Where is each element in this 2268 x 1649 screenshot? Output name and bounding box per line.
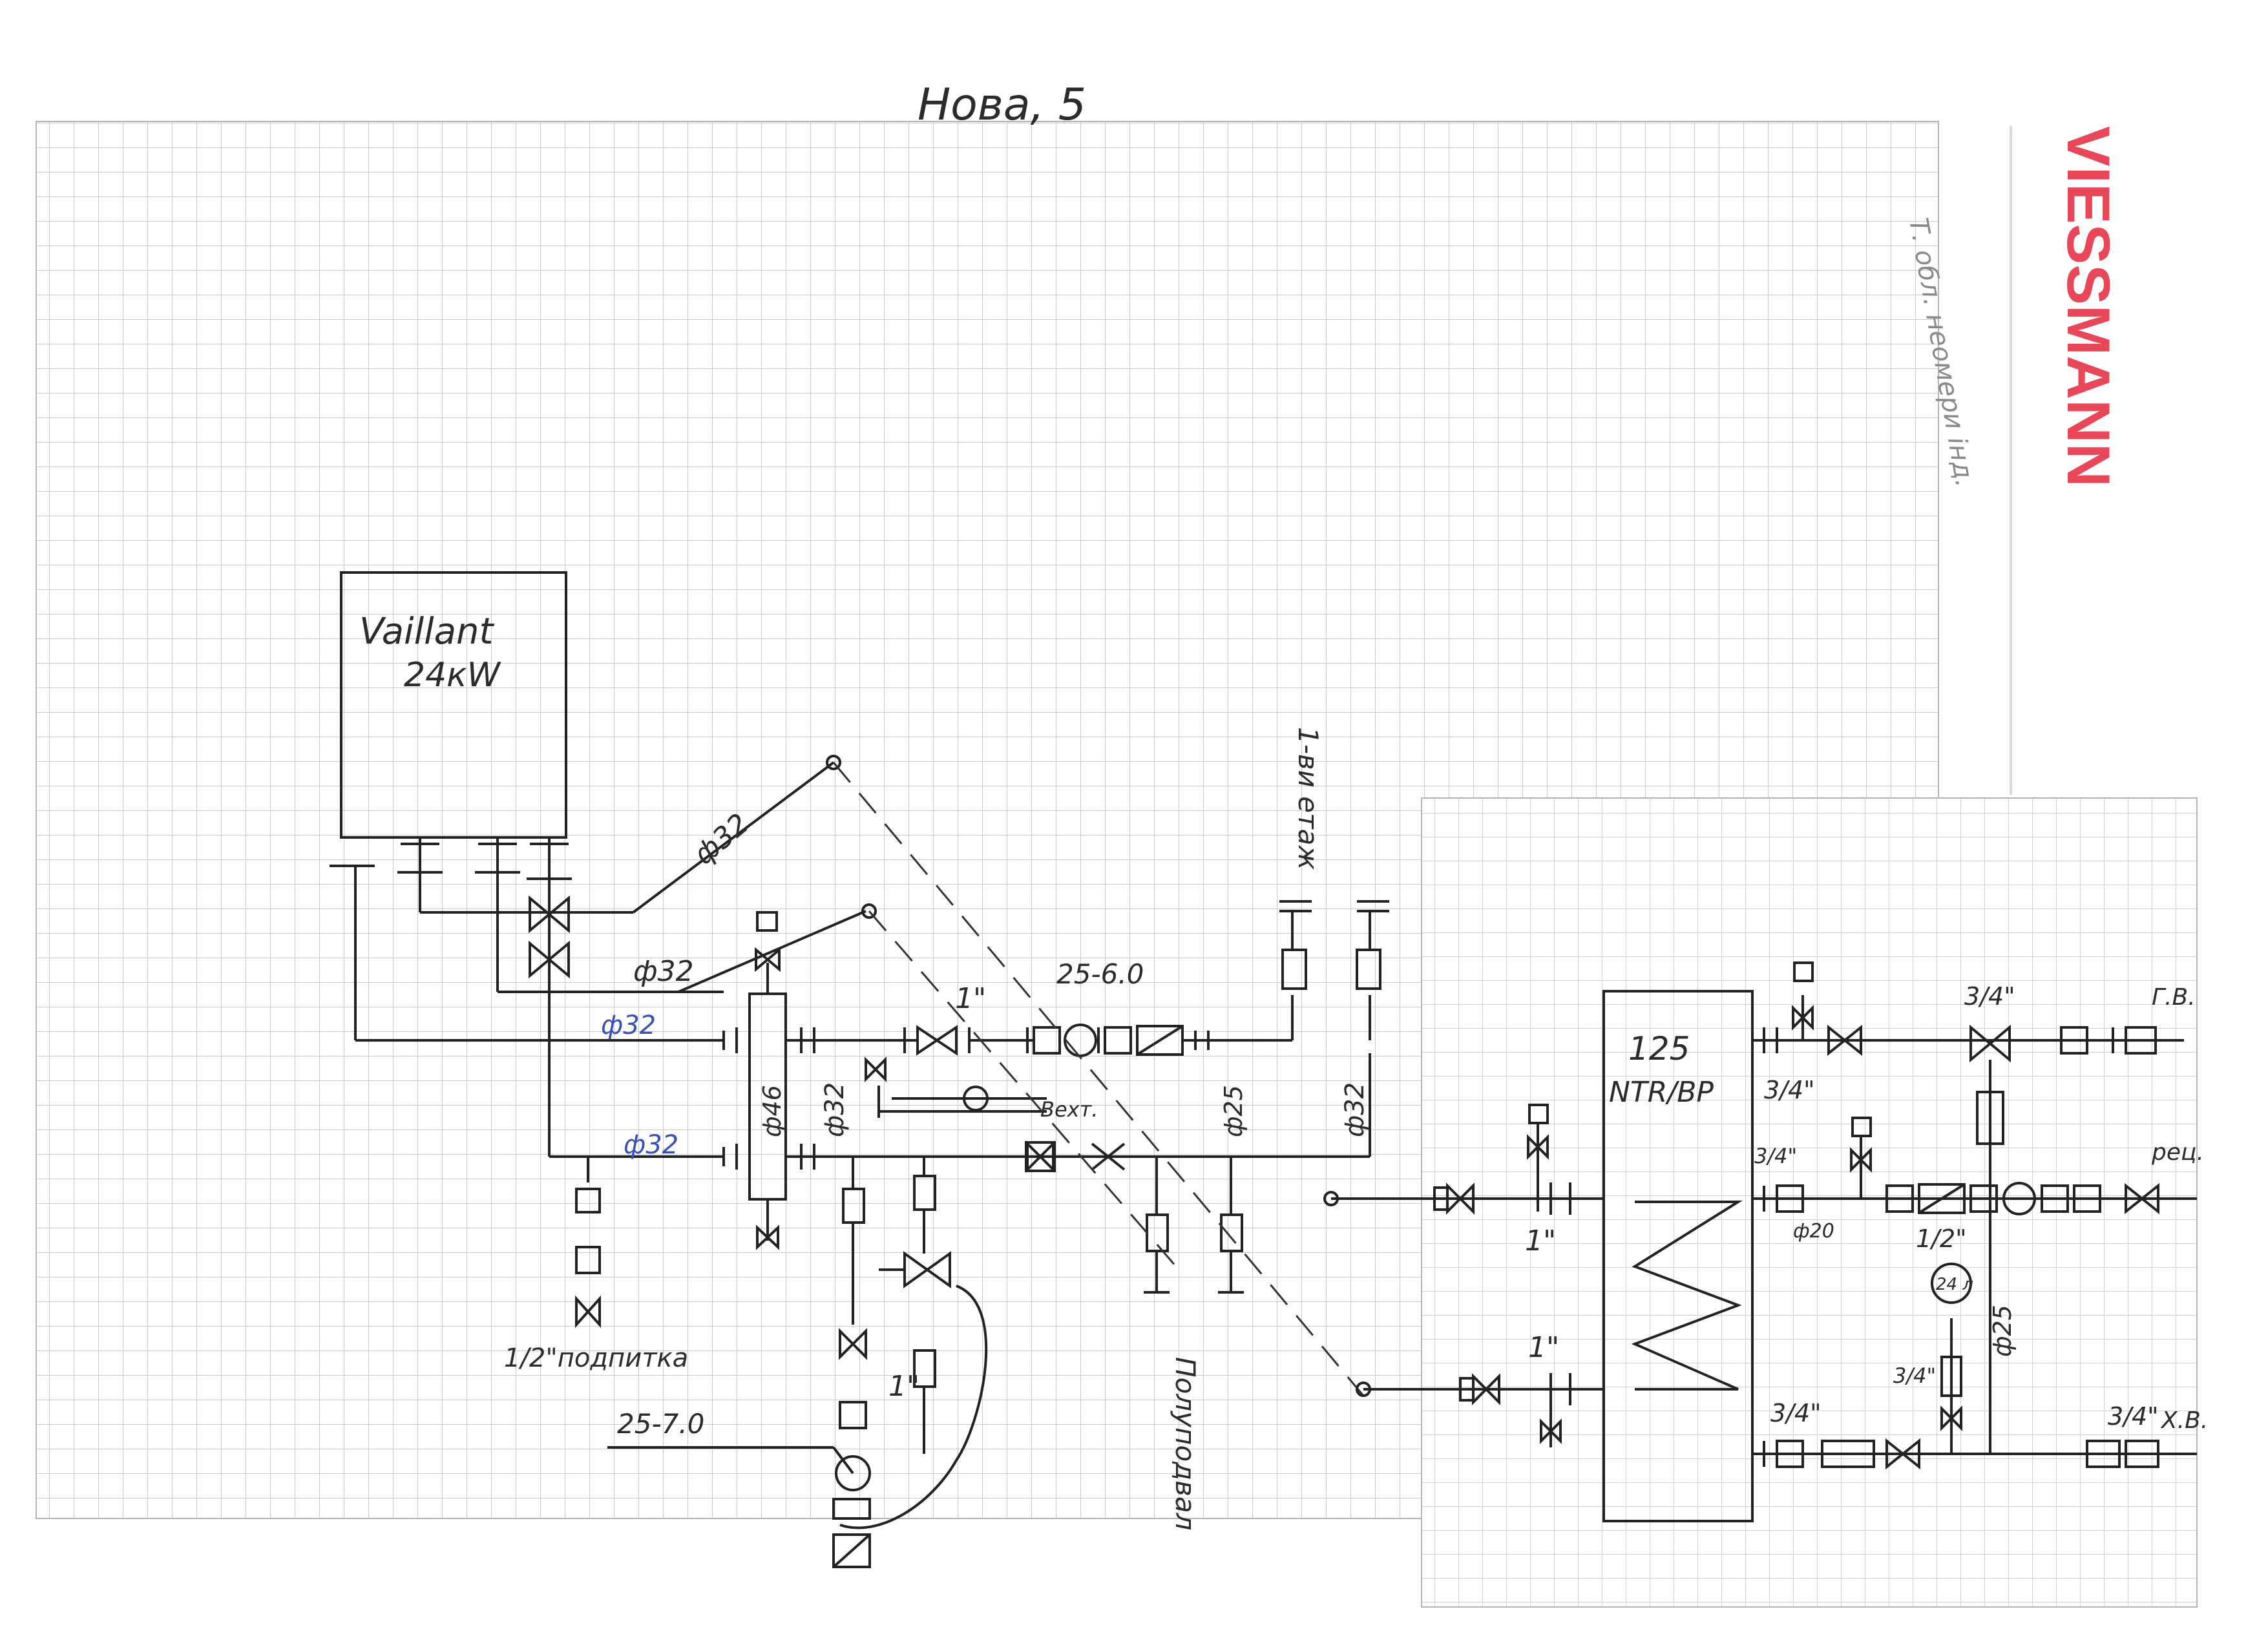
boiler-power-label: 24кW (404, 656, 502, 695)
feed-label: 1/2"подпитка (504, 1343, 688, 1373)
boiler-vaillant (330, 571, 572, 885)
pipe-3-4-label-a: 3/4" (1964, 982, 2015, 1011)
pipe-d32-label-e: ф32 (820, 1082, 850, 1137)
pump-lower-label: 25-7.0 (617, 1408, 704, 1440)
pipe-d25-label-a: ф25 (1219, 1085, 1248, 1137)
pipe-d32-label-f: ф32 (1340, 1082, 1370, 1137)
pipe-3-4-label-f: 3/4" (2108, 1402, 2159, 1431)
recirculation-label: рец. (2151, 1139, 2204, 1166)
first-floor-label: 1-ви етаж (1292, 727, 1324, 870)
pipe-1inch-label-a: 1" (955, 982, 986, 1015)
pipe-1inch-label-c: 1" (1525, 1224, 1556, 1257)
tank-model-label: NTR/BP (1609, 1076, 1714, 1109)
vent-label: Вехт. (1040, 1097, 1098, 1122)
pipe-d25-label-b: ф25 (1988, 1305, 2017, 1357)
hot-water-label: Г.В. (2152, 984, 2196, 1011)
boiler-brand-label: Vaillant (359, 611, 495, 653)
pipe-d32-label-c: ф32 (601, 1011, 656, 1040)
pipe-3-4-label-d: 3/4" (1770, 1399, 1822, 1427)
pipe-3-4-label-c: 3/4" (1754, 1144, 1797, 1168)
pipe-1inch-label-d: 1" (1528, 1331, 1559, 1364)
pipe-half-inch-label: 1/2" (1916, 1224, 1967, 1253)
page-title: Нова, 5 (918, 79, 1086, 131)
cold-water-label: Х.В. (2160, 1407, 2208, 1434)
pipe-1inch-label-b: 1" (888, 1370, 919, 1403)
dhw-tank (1323, 961, 2197, 1522)
tank-volume-label: 125 (1628, 1030, 1690, 1067)
pump-upper-label: 25-6.0 (1056, 958, 1144, 990)
piping (354, 755, 1389, 1568)
separator-d46-label: ф46 (758, 1085, 786, 1137)
pipe-d32-label-d: ф32 (624, 1130, 678, 1160)
viessmann-logo: VIESSMANN (2055, 126, 2123, 487)
pipe-3-4-label-b: 3/4" (1764, 1076, 1815, 1104)
pipe-d32-label-b: ф32 (633, 955, 694, 988)
sensor-dashed-lines (832, 762, 1365, 1396)
expansion-vessel-label: 24 л (1936, 1275, 1973, 1294)
pipe-d20-label: ф20 (1793, 1220, 1834, 1243)
basement-label: Полуподвал (1170, 1357, 1201, 1531)
pipe-3-4-label-e: 3/4" (1893, 1363, 1936, 1388)
